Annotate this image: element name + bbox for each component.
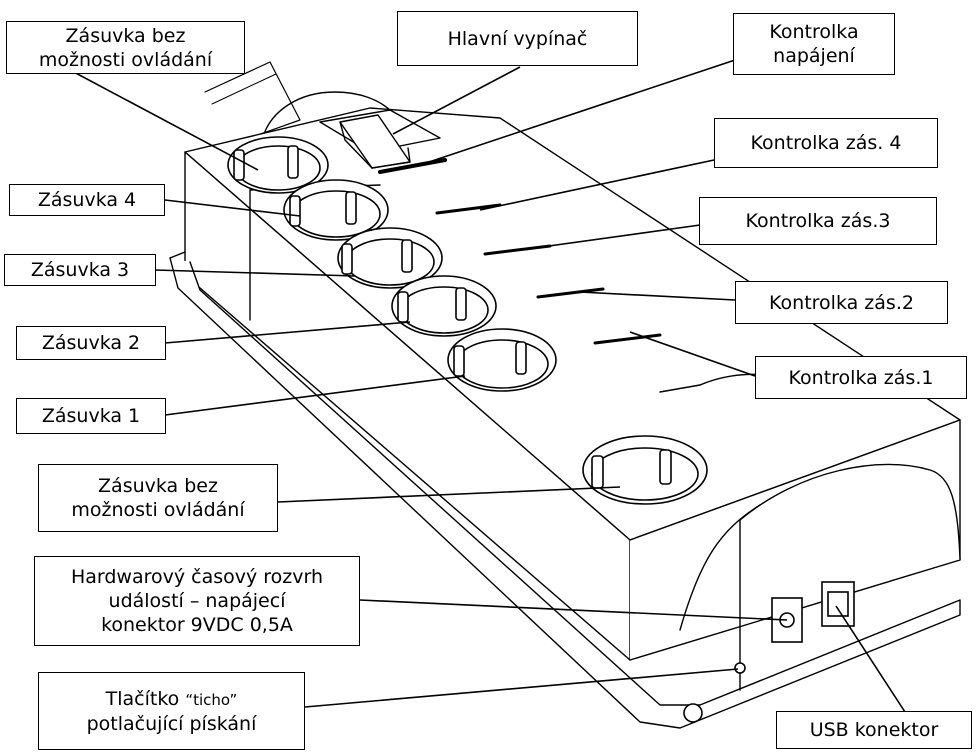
- main-switch: [319, 109, 441, 169]
- label-kontrolka-zas4: Kontrolka zás. 4: [714, 118, 938, 168]
- leader-zasuvka3: [154, 269, 356, 277]
- power-indicator: [378, 158, 447, 174]
- label-quoted: “ticho”: [185, 690, 238, 709]
- label-line: Kontrolka zás. 4: [750, 132, 902, 154]
- leader-usb: [835, 605, 906, 713]
- leader-hw-rozvrh: [359, 599, 788, 621]
- label-kontrolka-zas2: Kontrolka zás.2: [735, 281, 948, 324]
- leader-zas-bez-top: [69, 69, 259, 171]
- label-zasuvka2: Zásuvka 2: [16, 326, 166, 360]
- socket-1: [447, 328, 557, 392]
- indicator-slot-2: [536, 287, 605, 299]
- label-line: Tlačítko “ticho”: [106, 687, 238, 712]
- label-line: Zásuvka 1: [41, 405, 141, 427]
- label-line: napájení: [773, 45, 855, 67]
- label-zasuvka4: Zásuvka 4: [9, 184, 165, 216]
- socket-uncontrolled-bottom: [582, 435, 708, 505]
- label-zasuvka3: Zásuvka 3: [4, 254, 156, 286]
- leader-tlacitko-ticho: [304, 668, 739, 708]
- leader-zas-bez-bottom: [277, 486, 621, 503]
- leader-kontrolka-zas2: [579, 291, 736, 301]
- label-line: Kontrolka zás.1: [788, 366, 934, 389]
- indicator-slot-4: [435, 203, 502, 215]
- label-hlavni-vypinac: Hlavní vypínač: [397, 11, 638, 66]
- leader-kontrolka-zas4: [479, 159, 715, 211]
- socket-3: [337, 227, 443, 289]
- label-line: událostí – napájecí: [108, 590, 286, 612]
- label-line: Hlavní vypínač: [447, 27, 588, 50]
- label-line: Zásuvka bez: [65, 24, 186, 47]
- label-line: Zásuvka 3: [30, 259, 130, 281]
- label-line: USB konektor: [809, 719, 939, 741]
- label-line: možnosti ovládání: [71, 499, 245, 521]
- label-text: Tlačítko: [105, 687, 186, 710]
- power-cable: [204, 61, 301, 143]
- mounting-hole: [683, 703, 703, 723]
- label-zasuvka1: Zásuvka 1: [16, 398, 166, 434]
- label-line: Kontrolka: [769, 21, 859, 43]
- leader-zasuvka4: [164, 199, 301, 217]
- indicator-slot-1: [593, 333, 662, 345]
- base-plate: [169, 257, 961, 729]
- usb-port: [821, 581, 855, 627]
- label-line: konektor 9VDC 0,5A: [101, 614, 293, 636]
- label-line: Zásuvka bez: [98, 475, 218, 497]
- label-kontrolka-zas3: Kontrolka zás.3: [699, 197, 937, 245]
- socket-4: [283, 179, 389, 241]
- label-kontrolka-napajeni: Kontrolka napájení: [733, 13, 895, 75]
- socket-2: [391, 275, 497, 337]
- leader-zasuvka1: [164, 375, 466, 416]
- leader-kontrolka-zas3: [519, 224, 701, 251]
- label-line: Kontrolka zás.3: [745, 210, 891, 232]
- label-tlacitko-ticho: Tlačítko “ticho” potlačující pískání: [38, 672, 305, 750]
- label-line: Hardwarový časový rozvrh: [70, 566, 324, 588]
- leader-kontrolka-napajeni: [419, 59, 736, 166]
- label-zasuvka-bez-bottom: Zásuvka bez možnosti ovládání: [38, 464, 278, 532]
- leader-zasuvka2: [164, 321, 411, 344]
- label-line: Zásuvka 4: [37, 189, 137, 211]
- socket-uncontrolled-top: [227, 136, 329, 194]
- leader-kontrolka-zas1: [629, 331, 756, 377]
- label-line: Zásuvka 2: [41, 332, 141, 354]
- label-zasuvka-bez-top: Zásuvka bez možnosti ovládání: [6, 21, 245, 74]
- label-line: potlačující pískání: [86, 712, 257, 735]
- label-hw-casovy-rozvrh: Hardwarový časový rozvrh událostí – napá…: [34, 556, 360, 646]
- front-cover: [739, 463, 961, 561]
- silence-button: [734, 662, 746, 674]
- leader-hlavni-vypinac: [392, 66, 521, 135]
- rear-hump: [261, 91, 393, 141]
- label-kontrolka-zas1: Kontrolka zás.1: [755, 356, 967, 399]
- label-usb-konektor: USB konektor: [776, 711, 972, 749]
- label-line: Kontrolka zás.2: [769, 291, 914, 314]
- label-line: možnosti ovládání: [38, 48, 213, 71]
